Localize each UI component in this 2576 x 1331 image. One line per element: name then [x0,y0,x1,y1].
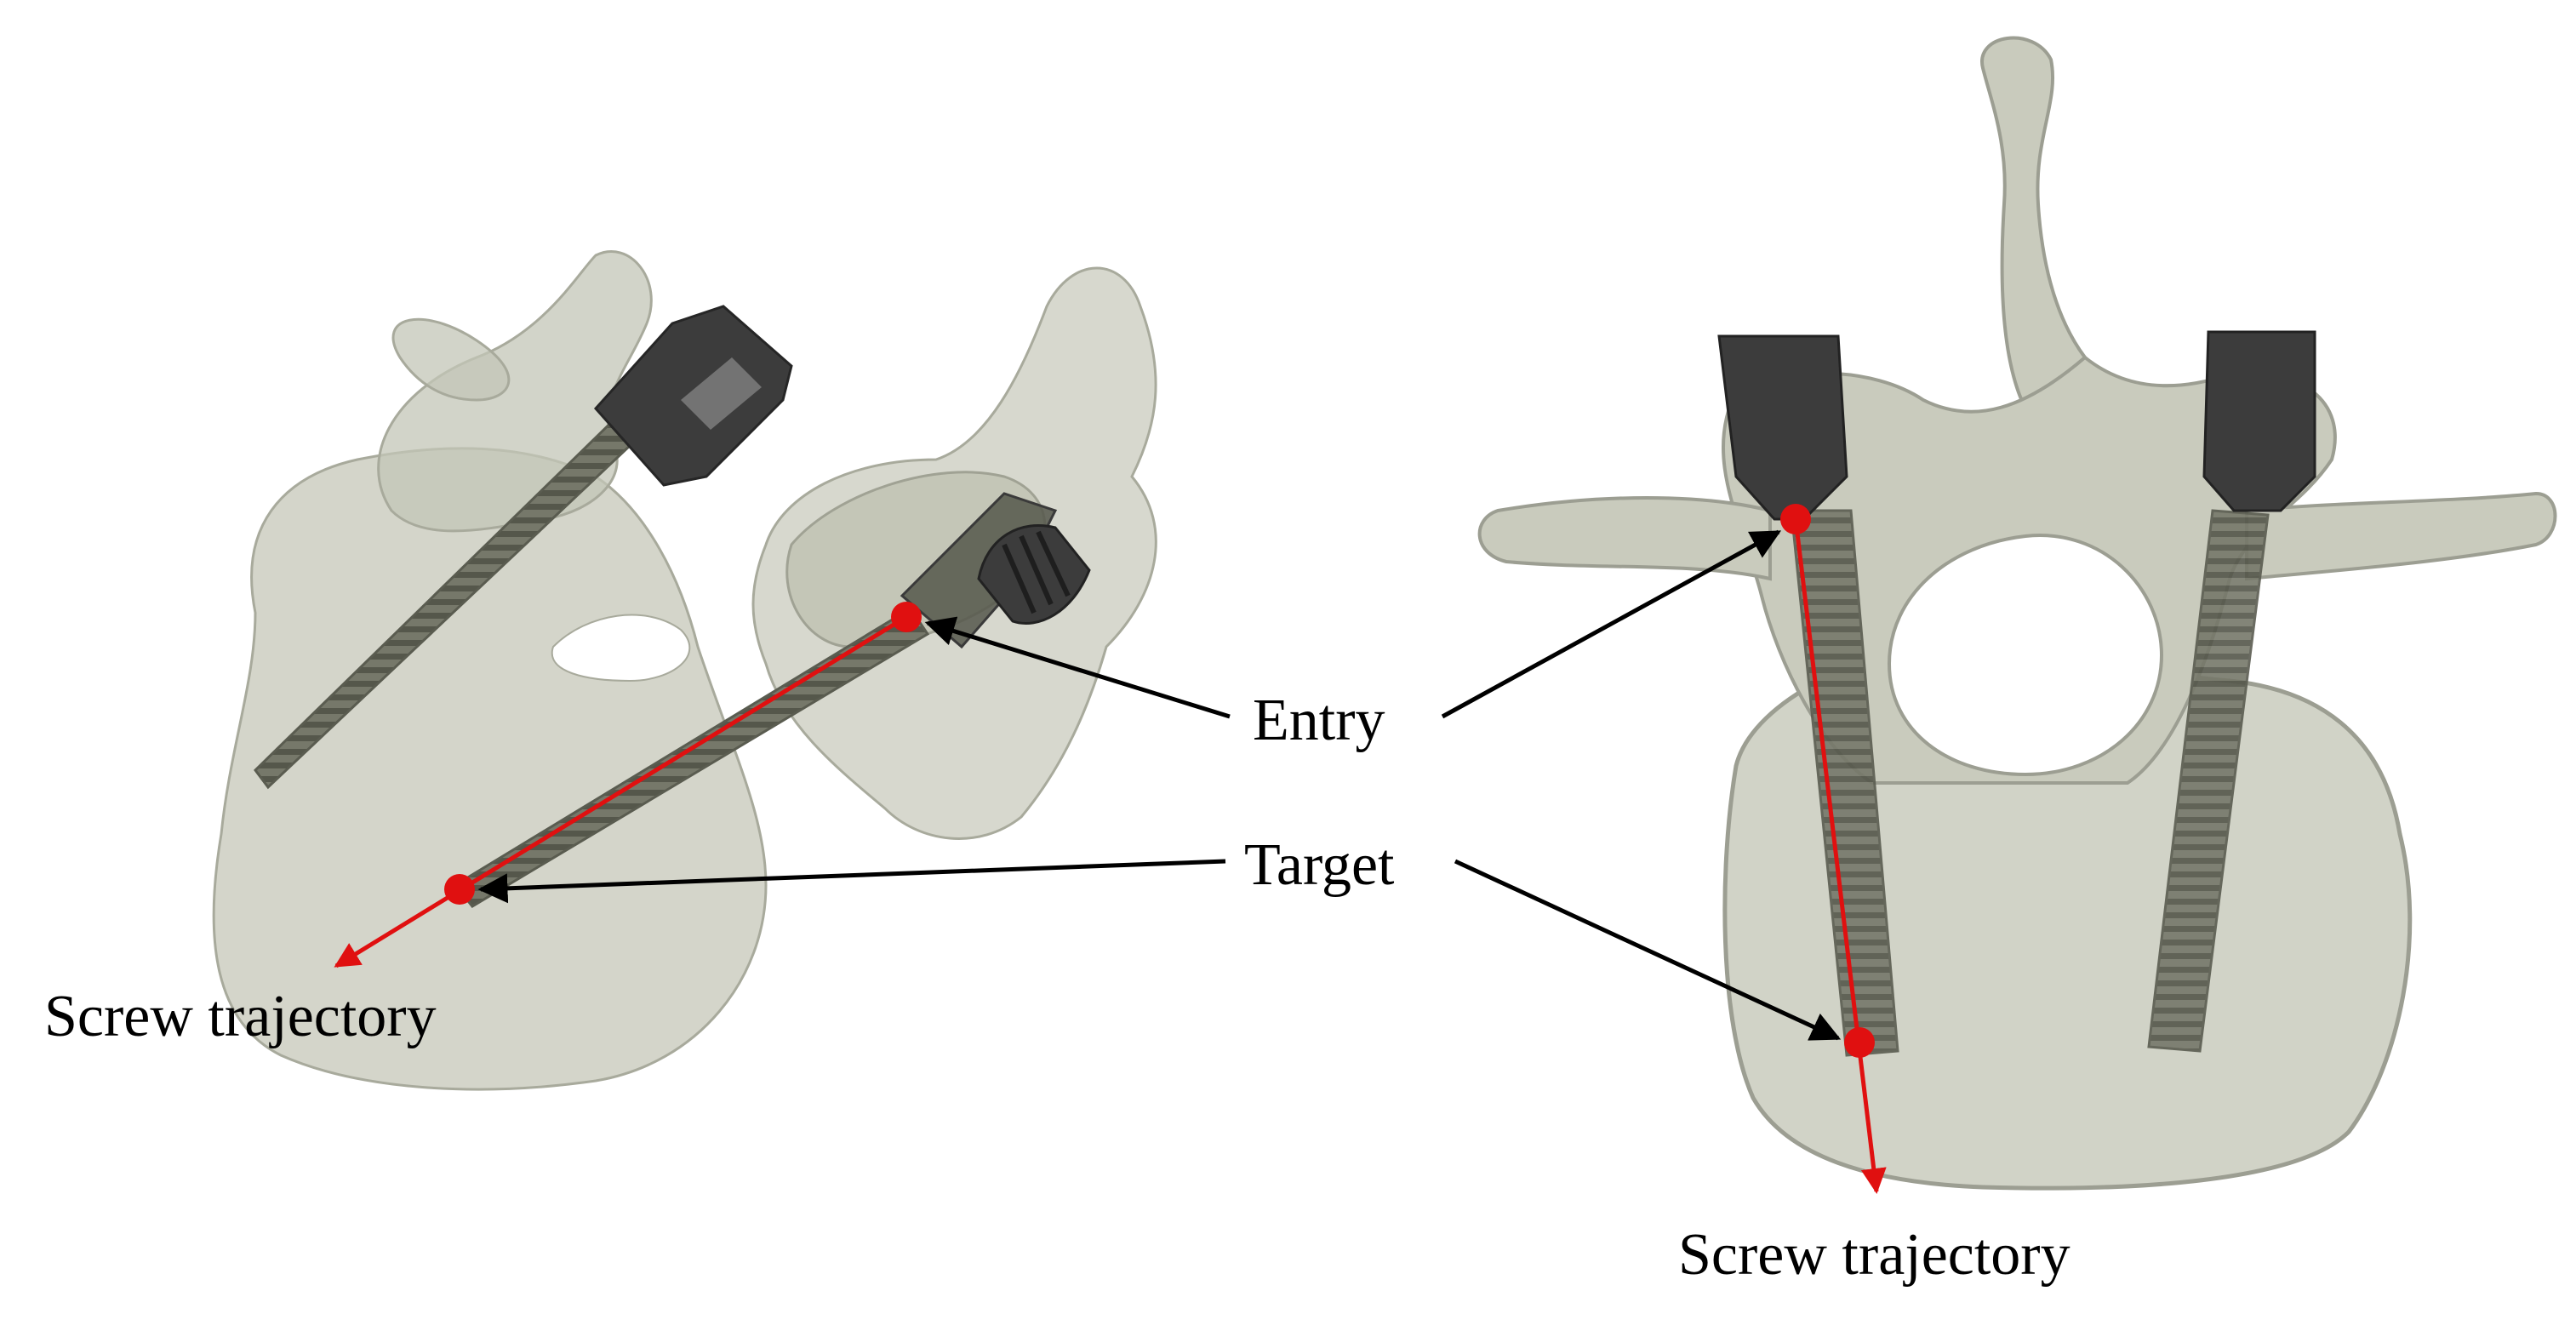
right-spinal-canal [1887,534,2164,777]
right-left-screw-shaft [1790,509,1899,1057]
right-spinous-process [1980,36,2088,412]
left-entry-point [891,602,922,632]
left-screw-trajectory-line [334,614,908,968]
left-lower-cap-rings [1002,530,1071,614]
target-label: Target [1244,832,1395,898]
entry-arrow-right [1441,529,1782,719]
screw-trajectory-label-left: Screw trajectory [44,984,437,1049]
screw-trajectory-label-right: Screw trajectory [1678,1222,2071,1288]
left-vertebra-view [212,249,1157,1091]
target-arrow-right [1454,859,1842,1041]
annotation-arrows [477,529,1842,1041]
target-arrow-left [477,859,1226,904]
right-screw-trajectory-line [1793,518,1887,1194]
left-view-upper-screw [254,305,793,790]
left-target-point [444,874,475,905]
right-transverse-process-left [1477,496,1772,581]
right-vertebra-view [1477,36,2557,1194]
right-entry-point [1780,504,1811,534]
right-transverse-process-right [2245,491,2557,581]
left-foramen [551,614,691,683]
left-upper-tulip-slot [681,357,762,430]
right-view-left-screw [1717,334,1899,1057]
right-right-tulip-head [2202,330,2316,512]
right-view-right-screw [2147,330,2316,1053]
right-target-point [1844,1027,1875,1058]
entry-label: Entry [1253,688,1385,753]
entry-arrow-left [924,616,1231,719]
right-right-screw-shaft [2147,509,2270,1053]
left-transverse-process [391,317,511,402]
